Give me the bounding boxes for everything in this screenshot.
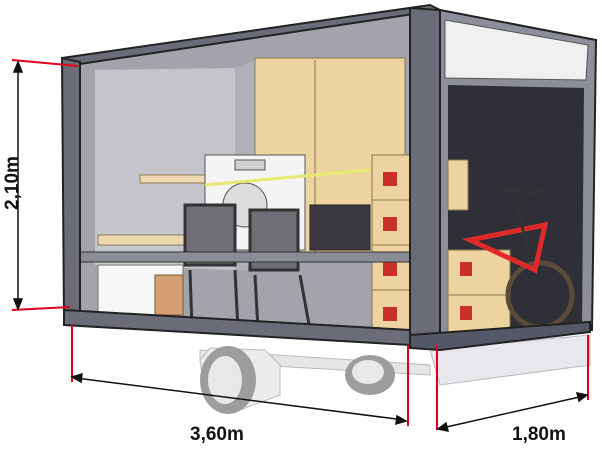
length-dimension-label: 3,60m (190, 424, 244, 445)
wheel-front (199, 346, 281, 414)
trailer-side-panel (439, 8, 598, 347)
wheel-rear (345, 355, 395, 395)
height-dimension-label: 2,10m (1, 156, 23, 210)
dimension-arrows (12, 59, 589, 432)
dimension-markers (11, 59, 589, 430)
trailer-frame (60, 3, 591, 352)
width-dimension-label: 1,80m (512, 424, 566, 445)
trailer-interior (77, 14, 413, 340)
